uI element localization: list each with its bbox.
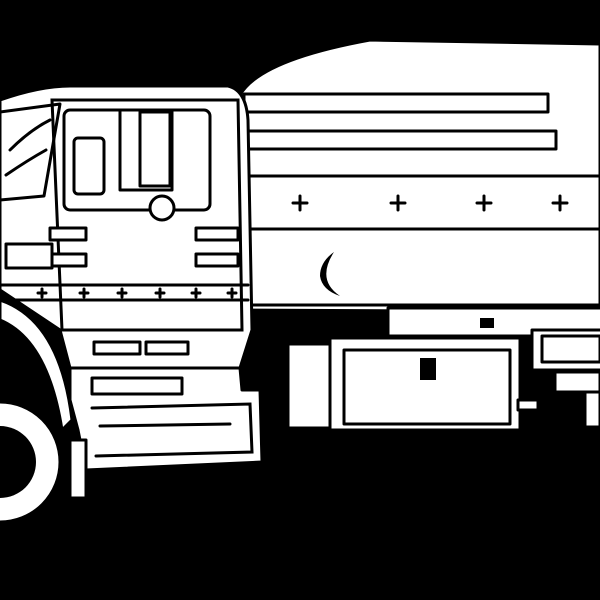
front-wheel bbox=[0, 298, 74, 524]
plus-marker bbox=[475, 194, 493, 212]
plus-marker bbox=[291, 194, 309, 212]
plus-marker bbox=[116, 287, 128, 299]
cab bbox=[0, 84, 254, 370]
plus-marker bbox=[389, 194, 407, 212]
plus-marker bbox=[36, 287, 48, 299]
crescent-mark bbox=[320, 252, 340, 296]
mirror-icon bbox=[148, 194, 176, 222]
toolbox-latch bbox=[420, 358, 436, 380]
plus-marker bbox=[190, 287, 202, 299]
plus-marker bbox=[226, 287, 238, 299]
rear-bumper bbox=[530, 328, 600, 429]
plus-marker bbox=[78, 287, 90, 299]
plus-marker bbox=[551, 194, 569, 212]
toolbox bbox=[286, 336, 540, 432]
tank bbox=[238, 38, 600, 314]
plus-marker bbox=[154, 287, 166, 299]
cab-steps bbox=[68, 366, 264, 500]
tank-markers bbox=[291, 194, 569, 212]
